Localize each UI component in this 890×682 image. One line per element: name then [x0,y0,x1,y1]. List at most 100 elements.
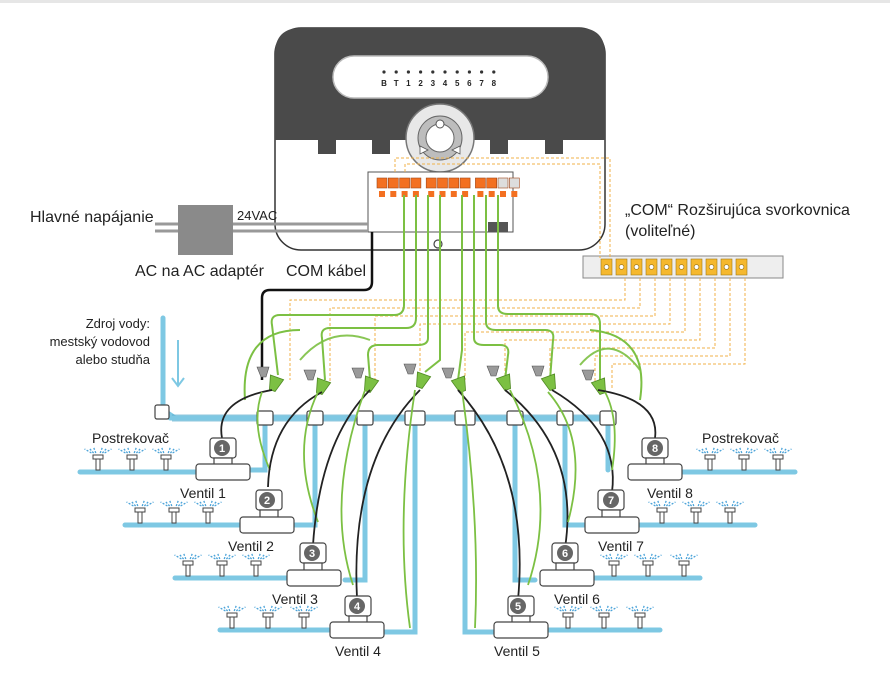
com-strip-label: „COM“ Rozširujúca svorkovnica [625,202,850,219]
sprinkler-head [152,446,180,471]
valve-body [286,569,342,587]
led-dot [467,70,471,74]
valve-number: 2 [264,495,270,507]
valve-wires [220,389,657,629]
terminal-screw [486,177,498,189]
com-expansion-strip: „COM“ Rozširujúca svorkovnica (voliteľné… [582,202,850,279]
valve-label: Ventil 2 [228,538,274,554]
sprinkler-head [208,552,236,577]
water-source-line1: Zdroj vody: [86,316,150,331]
sprinkler-head [174,552,202,577]
terminal-slot [462,191,469,197]
valve-number-badge [603,492,619,508]
valve-label: Ventil 4 [335,643,381,659]
sprinkler-head [290,604,318,629]
valve-body [329,621,385,639]
terminal-block [376,177,520,232]
led-label: B [381,79,387,88]
terminal-slot [428,191,435,197]
wire-nut [540,373,556,392]
sprinkler-head [600,552,628,577]
led-dot [480,70,484,74]
led-dot [394,70,398,74]
sprinkler-head [194,499,222,524]
valve-number-badge [259,492,275,508]
com-wire-nut [303,369,317,381]
sprinklers [84,446,792,629]
valve-number-badge [647,440,663,456]
led-dot [382,70,386,74]
led-label: 3 [431,79,436,88]
terminal-slot [439,191,446,197]
terminal-screw [425,177,437,189]
wire-nut [416,371,432,390]
valve-body [493,621,549,639]
valve-label: Ventil 6 [554,591,600,607]
water-source-line2: mestský vodovod [50,334,150,349]
valve-number-badge [304,545,320,561]
wire-nut [450,375,466,394]
led-dot [406,70,410,74]
terminal-slot [488,191,495,197]
valve-number: 6 [562,548,568,560]
top-border [0,0,890,3]
wire-nut [495,373,511,392]
led-label: 2 [418,79,423,88]
terminal-slot [511,191,518,197]
com-cable [260,232,374,380]
water-source-line3: alebo studňa [76,352,151,367]
power-section: Hlavné napájanie 24VAC AC na AC adaptér … [30,205,368,280]
terminal-slot [379,191,385,197]
terminal-screw [497,177,509,189]
sprinkler-head [626,604,654,629]
sprinkler-head [730,446,758,471]
valve-label: Ventil 8 [647,485,693,501]
led-label: T [394,79,399,88]
led-dot [455,70,459,74]
led-dot [419,70,423,74]
valve-body [239,516,295,534]
valve-label: Ventil 5 [494,643,540,659]
com-wire-nut [531,365,545,377]
led-label: 1 [406,79,411,88]
led-label: 5 [455,79,460,88]
terminal-slot [500,191,506,197]
valve-number-badge [214,440,230,456]
com-cable-label: COM kábel [286,263,366,280]
com-wire-nut [581,369,595,381]
com-strip-sublabel: (voliteľné) [625,223,695,240]
wire-nut [364,375,380,394]
com-wire-nut [486,365,500,377]
terminal-screw [508,177,520,189]
valve-number-badge [349,598,365,614]
terminal-screw [475,177,486,189]
sprinkler-head [160,499,188,524]
terminal-slot [477,191,484,197]
sprinkler-head [218,604,246,629]
terminal-screw [387,177,399,189]
terminal-slot [450,191,457,197]
valve-label: Ventil 1 [180,485,226,501]
adapter-label: AC na AC adaptér [135,263,265,280]
water-pipes [77,315,798,635]
led-label: 8 [492,79,497,88]
valve-number-badge [510,598,526,614]
wire-nut [316,377,332,396]
valve-number: 8 [652,443,658,455]
valve-number: 4 [354,601,361,613]
valve-body [195,463,251,481]
valve-number: 3 [309,548,315,560]
led-dot [492,70,496,74]
valve-label: Ventil 7 [598,538,644,554]
terminal-screw [437,177,448,189]
